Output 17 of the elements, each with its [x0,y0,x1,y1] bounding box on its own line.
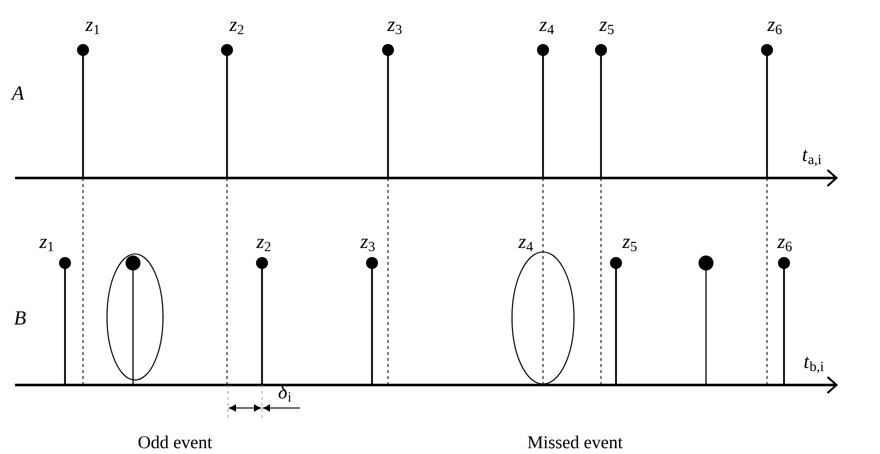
event-label: z$_{1}$ [39,238,54,252]
event-label: z$_{2}$ [256,238,270,252]
event-label: z$_{2}$ [229,22,244,34]
event-label: z$_{6}$ [767,22,782,34]
event-label: z$_{5}$ [599,22,614,34]
node-label: Odd event [138,436,212,448]
event-label: z$_{5}$ [622,238,637,252]
node-label: Missed event [528,436,623,448]
axis-label: t$_{a,i}$ [802,150,822,166]
event-label: z$_{3}$ [387,22,402,34]
row-label: A [10,86,24,100]
axis-label: t$_{b,i}$ [804,356,824,374]
event-label: z$_{4}$ [539,22,554,34]
event-label: z$_{1}$ [85,22,100,34]
event-label: z$_{3}$ [360,238,375,252]
event-label: z$_{6}$ [777,238,792,252]
row-label: B [14,311,26,325]
